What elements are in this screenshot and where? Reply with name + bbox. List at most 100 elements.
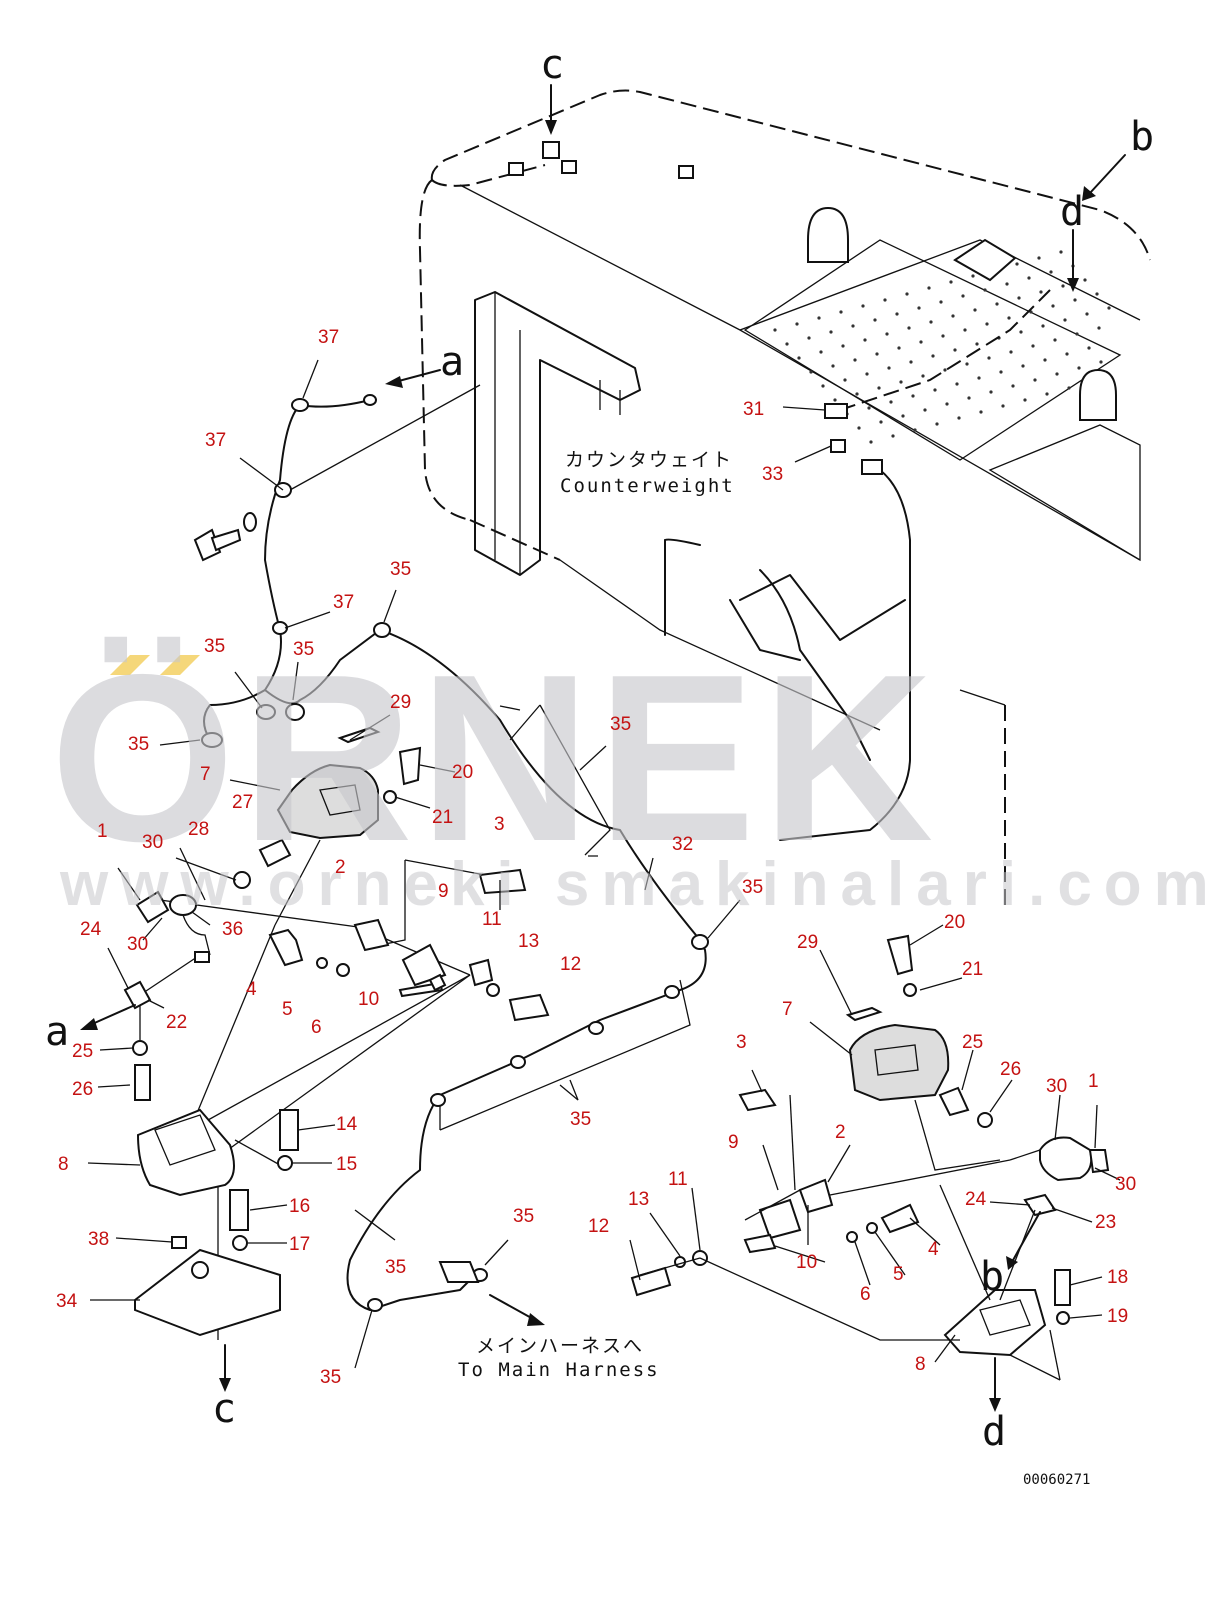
perforation-dot [1005, 282, 1009, 286]
perforation-dot [795, 322, 799, 326]
callout-6: 6 [311, 1017, 322, 1038]
perforation-dot [911, 394, 915, 398]
callout-35: 35 [385, 1257, 406, 1278]
callout-15: 15 [336, 1154, 357, 1175]
perforation-dot [851, 324, 855, 328]
perforation-dot [989, 390, 993, 394]
perforation-dot [927, 286, 931, 290]
perforation-dot [1061, 284, 1065, 288]
callout-12: 12 [560, 954, 581, 975]
perforation-dot [967, 396, 971, 400]
perforation-dot [1049, 270, 1053, 274]
perforation-dot [869, 440, 873, 444]
perforation-dot [889, 400, 893, 404]
harness-label-en: To Main Harness [458, 1359, 660, 1381]
callout-13: 13 [628, 1189, 649, 1210]
perforation-dot [897, 346, 901, 350]
callout-35: 35 [742, 877, 763, 898]
callout-7: 7 [782, 999, 793, 1020]
perforation-dot [961, 294, 965, 298]
drawing-code: 00060271 [1023, 1472, 1090, 1488]
view-letter-c-bottom: c [212, 1386, 236, 1432]
perforation-dot [817, 316, 821, 320]
callout-30: 30 [142, 832, 163, 853]
perforation-dot [885, 332, 889, 336]
perforation-dot [1015, 262, 1019, 266]
perforation-dot [1001, 404, 1005, 408]
callout-9: 9 [438, 881, 449, 902]
perforation-dot [887, 366, 891, 370]
perforation-dot [1085, 312, 1089, 316]
perforated-plate [743, 239, 1141, 562]
perforation-dot [1059, 250, 1063, 254]
callout-31: 31 [743, 399, 764, 420]
perforation-dot [953, 348, 957, 352]
callout-29: 29 [390, 692, 411, 713]
view-letter-b-bottom: b [980, 1254, 1004, 1300]
callout-6: 6 [860, 1284, 871, 1305]
perforation-dot [1011, 384, 1015, 388]
perforation-dot [833, 398, 837, 402]
perforation-dot [945, 402, 949, 406]
perforation-dot [1055, 372, 1059, 376]
perforation-dot [975, 342, 979, 346]
perforation-dot [935, 422, 939, 426]
perforation-dot [1041, 324, 1045, 328]
callout-20: 20 [944, 912, 965, 933]
perforation-dot [1045, 392, 1049, 396]
callout-2: 2 [835, 1122, 846, 1143]
callout-4: 4 [928, 1239, 939, 1260]
callout-25: 25 [962, 1032, 983, 1053]
perforation-dot [907, 326, 911, 330]
callout-35: 35 [610, 714, 631, 735]
perforation-dot [1017, 296, 1021, 300]
perforation-dot [901, 414, 905, 418]
mount-bosses [508, 141, 1117, 421]
callout-4: 4 [246, 979, 257, 1000]
callout-29: 29 [797, 932, 818, 953]
callout-25: 25 [72, 1041, 93, 1062]
callout-35: 35 [320, 1367, 341, 1388]
perforation-dot [843, 378, 847, 382]
callout-19: 19 [1107, 1306, 1128, 1327]
callout-1: 1 [1088, 1071, 1099, 1092]
perforation-dot [1077, 366, 1081, 370]
perforation-dot [1043, 358, 1047, 362]
counterweight-harness [664, 289, 1051, 841]
perforation-dot [861, 304, 865, 308]
callout-9: 9 [728, 1132, 739, 1153]
counterweight-body [418, 89, 1151, 910]
callout-36: 36 [222, 919, 243, 940]
callout-35: 35 [128, 734, 149, 755]
perforation-dot [917, 306, 921, 310]
perforation-dot [857, 426, 861, 430]
perforation-dot [963, 328, 967, 332]
perforation-dot [809, 370, 813, 374]
perforation-dot [983, 288, 987, 292]
perforation-dot [1027, 276, 1031, 280]
perforation-dot [1065, 352, 1069, 356]
callout-12: 12 [588, 1216, 609, 1237]
perforation-dot [1019, 330, 1023, 334]
callout-22: 22 [166, 1012, 187, 1033]
perforation-dot [855, 392, 859, 396]
perforation-dot [1051, 304, 1055, 308]
perforation-dot [1033, 378, 1037, 382]
perforation-dot [1107, 306, 1111, 310]
perforation-dot [921, 374, 925, 378]
callout-11: 11 [668, 1169, 688, 1190]
perforation-dot [875, 352, 879, 356]
perforation-dot [965, 362, 969, 366]
perforation-dot [1097, 326, 1101, 330]
callout-26: 26 [1000, 1059, 1021, 1080]
callout-30: 30 [1115, 1174, 1136, 1195]
perforation-dot [941, 334, 945, 338]
perforation-dot [797, 356, 801, 360]
perforation-dot [1007, 316, 1011, 320]
callout-13: 13 [518, 931, 539, 952]
perforation-dot [891, 434, 895, 438]
perforation-dot [913, 428, 917, 432]
perforation-dot [973, 308, 977, 312]
view-letter-b: b [1130, 114, 1154, 160]
